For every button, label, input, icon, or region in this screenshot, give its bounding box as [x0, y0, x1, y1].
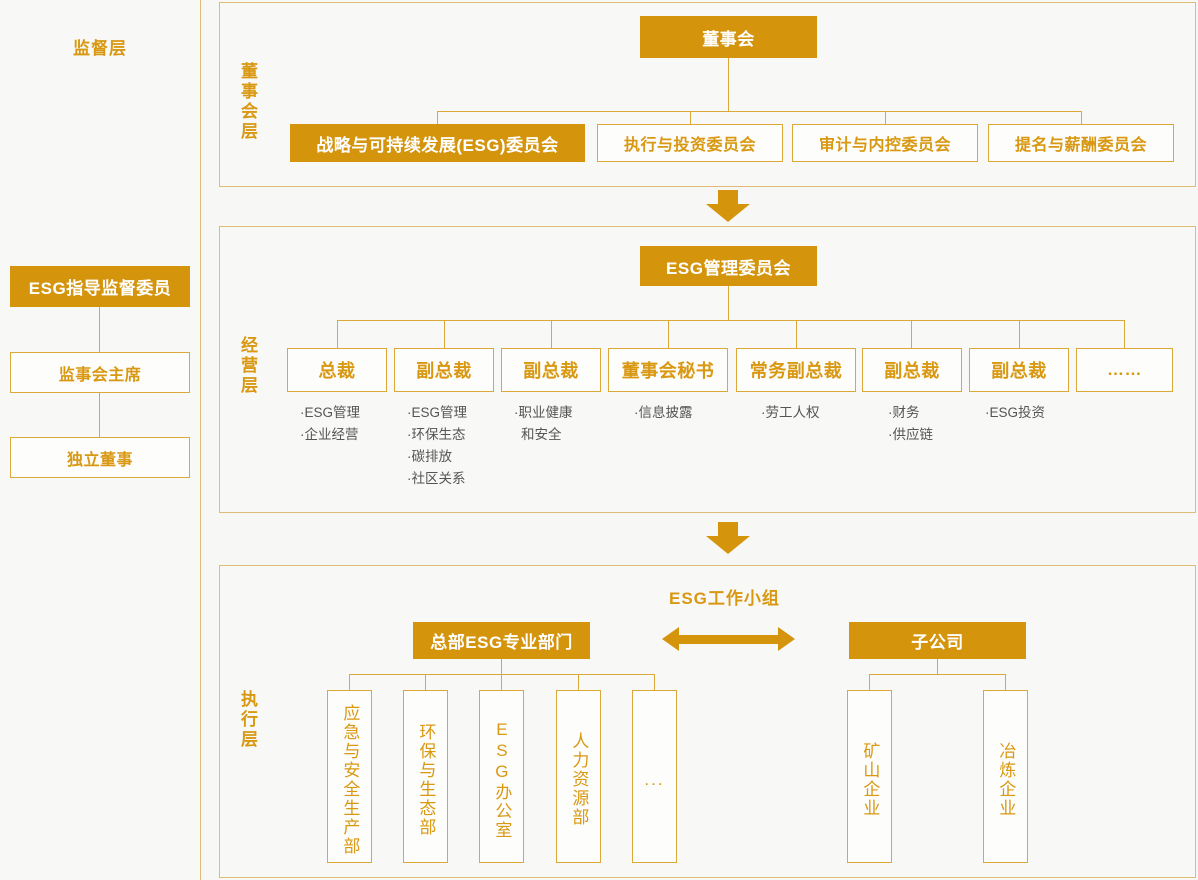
node-esg-management-committee[interactable]: ESG管理委员会 — [640, 246, 817, 286]
node-board-of-supervisors-chair[interactable]: 监事会主席 — [10, 352, 190, 393]
execution-layer-label: 执行层 — [238, 690, 257, 750]
node-dept-more[interactable]: ... — [632, 690, 677, 863]
duty-item: ·ESG投资 — [985, 405, 1046, 420]
management-drop-1 — [337, 320, 338, 349]
board-drop-2 — [690, 111, 691, 125]
management-bus — [337, 320, 1125, 321]
execution-layer-panel — [219, 565, 1196, 878]
node-independent-director[interactable]: 独立董事 — [10, 437, 190, 478]
board-drop-1 — [437, 111, 438, 125]
hq-drop-2 — [425, 674, 426, 691]
duty-item: 和安全 — [521, 426, 562, 442]
supervision-title: 监督层 — [73, 39, 127, 58]
node-executive-vice-president[interactable]: 常务副总裁 — [736, 348, 856, 392]
hq-drop-1 — [349, 674, 350, 691]
node-esg-supervisory-committee[interactable]: ESG指导监督委员 — [10, 266, 190, 307]
management-drop-8 — [1124, 320, 1125, 349]
node-strategy-esg-committee[interactable]: 战略与可持续发展(ESG)委员会 — [290, 124, 585, 162]
duties-vice-president-1: ·ESG管理 ·环保生态 ·碳排放 ·社区关系 — [407, 402, 467, 489]
duties-vice-president-4: ·ESG投资 — [985, 402, 1045, 424]
management-drop-7 — [1019, 320, 1020, 349]
board-drop-4 — [1081, 111, 1082, 125]
node-dept-emergency-safety-production[interactable]: 应急与安全生产部 — [327, 690, 372, 863]
node-more-roles[interactable]: …… — [1076, 348, 1173, 392]
management-drop-2 — [444, 320, 445, 349]
board-layer-label: 董事会层 — [238, 62, 257, 142]
node-vice-president-4[interactable]: 副总裁 — [969, 348, 1069, 392]
duty-item: ·职业健康 — [514, 405, 573, 420]
node-smelting-enterprise[interactable]: 冶炼企业 — [983, 690, 1028, 863]
sub-trunk — [937, 659, 938, 675]
duty-item: ·ESG管理 — [407, 405, 468, 420]
duties-executive-vice-president: ·劳工人权 — [761, 402, 820, 424]
node-nomination-remuneration-committee[interactable]: 提名与薪酬委员会 — [988, 124, 1174, 162]
hq-bus — [349, 674, 655, 675]
node-board-secretary[interactable]: 董事会秘书 — [608, 348, 728, 392]
management-drop-4 — [668, 320, 669, 349]
node-vice-president-2[interactable]: 副总裁 — [501, 348, 601, 392]
management-trunk — [728, 286, 729, 321]
node-mining-enterprise[interactable]: 矿山企业 — [847, 690, 892, 863]
management-drop-6 — [911, 320, 912, 349]
duties-board-secretary: ·信息披露 — [634, 402, 693, 424]
node-subsidiary[interactable]: 子公司 — [849, 622, 1026, 659]
supervision-connector-1 — [99, 306, 100, 356]
duty-item: ·供应链 — [888, 426, 933, 442]
sub-drop-2 — [1005, 674, 1006, 691]
node-hq-esg-department[interactable]: 总部ESG专业部门 — [413, 622, 590, 659]
board-trunk — [728, 58, 729, 112]
bidirectional-arrow-icon — [662, 627, 795, 652]
duty-item: ·企业经营 — [300, 426, 359, 442]
duty-item: ·ESG管理 — [300, 405, 361, 420]
duties-vice-president-2: ·职业健康 和安全 — [514, 402, 573, 446]
hq-drop-4 — [578, 674, 579, 691]
node-vice-president-3[interactable]: 副总裁 — [862, 348, 962, 392]
node-dept-esg-office[interactable]: ESG办公室 — [479, 690, 524, 863]
management-layer-label: 经营层 — [238, 336, 257, 396]
node-dept-human-resources[interactable]: 人力资源部 — [556, 690, 601, 863]
duty-item: ·碳排放 — [407, 448, 452, 464]
duties-vice-president-3: ·财务 ·供应链 — [888, 402, 933, 446]
down-arrow-icon-board-to-management — [706, 190, 750, 223]
duty-item: ·社区关系 — [407, 470, 466, 486]
node-vice-president-1[interactable]: 副总裁 — [394, 348, 494, 392]
sub-bus — [869, 674, 1006, 675]
hq-trunk — [501, 659, 502, 675]
board-drop-3 — [885, 111, 886, 125]
management-drop-5 — [796, 320, 797, 349]
duty-item: ·信息披露 — [634, 405, 693, 420]
management-drop-3 — [551, 320, 552, 349]
node-dept-environment-ecology[interactable]: 环保与生态部 — [403, 690, 448, 863]
hq-drop-3 — [501, 674, 502, 691]
hq-drop-5 — [654, 674, 655, 691]
node-executive-investment-committee[interactable]: 执行与投资委员会 — [597, 124, 783, 162]
node-board-of-directors[interactable]: 董事会 — [640, 16, 817, 58]
down-arrow-icon-management-to-execution — [706, 522, 750, 555]
duty-item: ·劳工人权 — [761, 405, 820, 420]
esg-working-group-title: ESG工作小组 — [669, 589, 780, 608]
duty-item: ·财务 — [888, 405, 920, 420]
supervision-connector-2 — [99, 392, 100, 440]
duties-president: ·ESG管理 ·企业经营 — [300, 402, 360, 446]
node-audit-internal-control-committee[interactable]: 审计与内控委员会 — [792, 124, 978, 162]
node-president[interactable]: 总裁 — [287, 348, 387, 392]
sub-drop-1 — [869, 674, 870, 691]
board-bus — [437, 111, 1082, 112]
duty-item: ·环保生态 — [407, 426, 466, 442]
